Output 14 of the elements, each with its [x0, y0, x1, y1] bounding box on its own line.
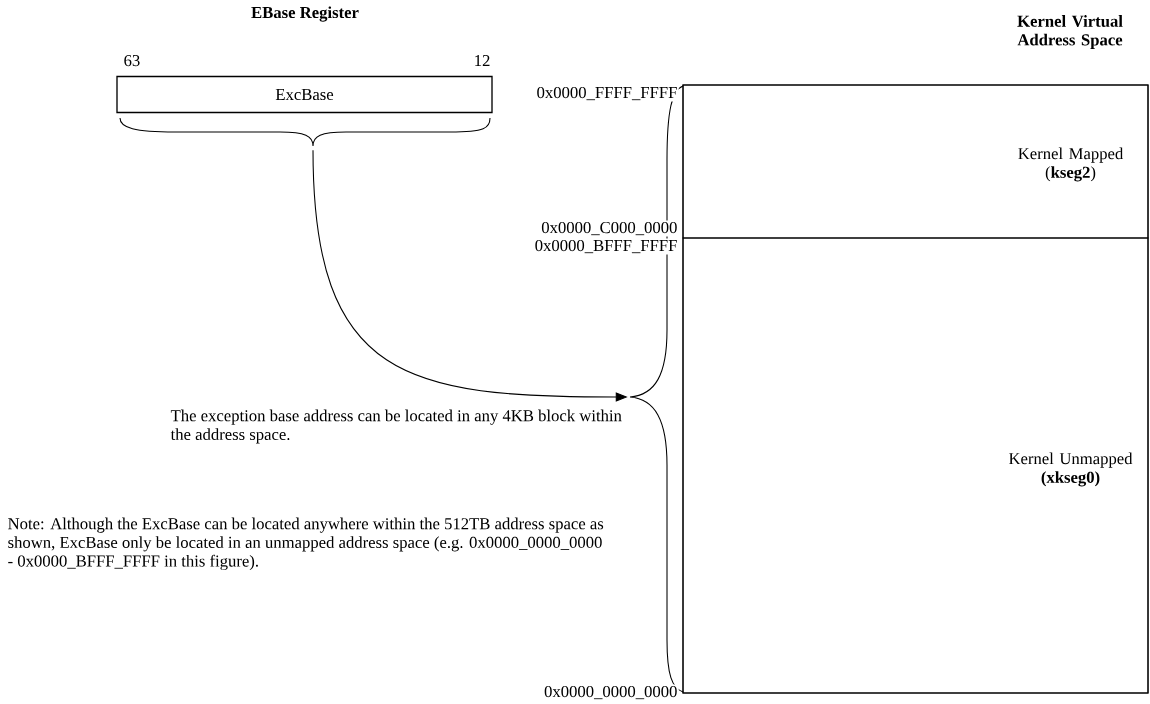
bit-number: 12 — [475, 54, 490, 66]
address-label: 0x0000_0000_0000 — [542, 684, 679, 701]
register-box: ExcBase — [116, 75, 493, 114]
curly-brace — [119, 117, 491, 147]
note-text: Note: Although the ExcBase can be located anywhere within the 512TB address space as shown, ExcBase only be located in an unmapped address space (e.g. 0x0000_0000_0000 - 0x0000_BFFF_FFFF in this figure). — [8, 517, 604, 571]
register-title: EBase Register — [251, 6, 359, 22]
column-heading: Kernel Virtual Address Space — [1017, 15, 1123, 49]
segment-box: Kernel Unmapped (xkseg0) — [682, 237, 1149, 694]
address-label: 0x0000_BFFF_FFFF — [533, 238, 679, 255]
segment-box: Kernel Mapped (kseg2) — [682, 84, 1149, 239]
address-label: 0x0000_FFFF_FFFF — [535, 85, 679, 102]
address-label: 0x0000_C000_0000 — [539, 220, 679, 237]
description-text: The exception base address can be located in any 4KB block within the address space. — [170, 409, 622, 444]
bit-number: 63 — [124, 54, 140, 67]
